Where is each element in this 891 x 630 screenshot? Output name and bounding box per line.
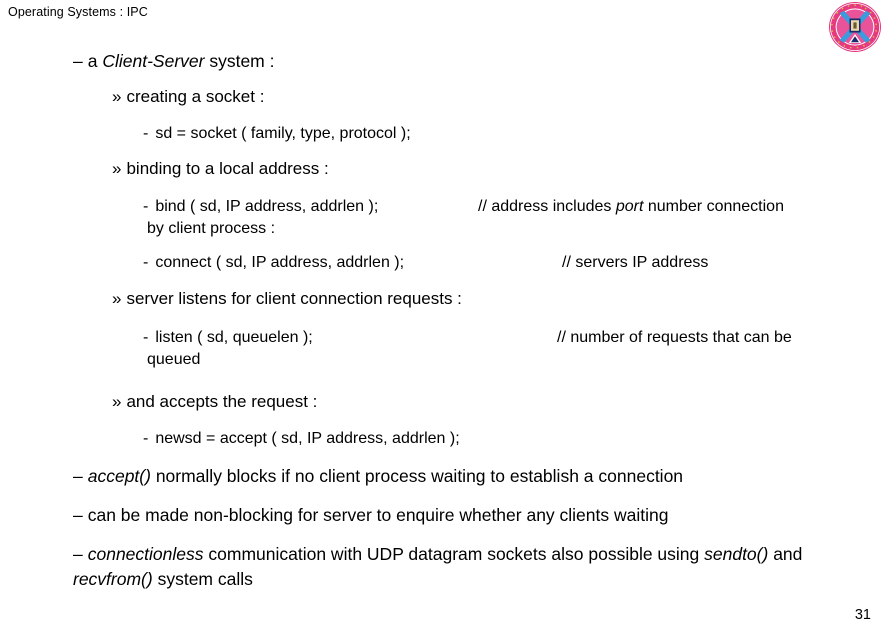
bullet-accepts-request: »and accepts the request : xyxy=(0,391,891,413)
bullet-binding-address: »binding to a local address : xyxy=(0,158,891,180)
paragraph-text-post: normally blocks if no client process wai… xyxy=(150,466,684,486)
bullet-hyphen-icon: - xyxy=(143,430,149,447)
spacer xyxy=(0,180,891,196)
code-text: listen ( sd, queuelen ); xyxy=(155,329,313,346)
code-comment-listen: // number of requests that can be xyxy=(557,329,792,346)
paragraph-accept-blocks: –accept() normally blocks if no client p… xyxy=(0,464,891,489)
spacer xyxy=(0,108,891,123)
bullet-text: server listens for client connection req… xyxy=(126,289,462,308)
paragraph-text-mid-1: communication with UDP datagram sockets … xyxy=(203,544,705,564)
paragraph-text-post: system calls xyxy=(152,569,253,589)
code-text: connect ( sd, IP address, addrlen ); xyxy=(155,254,405,271)
spacer xyxy=(0,240,891,252)
bullet-text: creating a socket : xyxy=(126,87,265,106)
code-listen-call: -listen ( sd, queuelen ); // number of r… xyxy=(0,327,891,349)
spacer xyxy=(0,145,891,158)
comment-text-pre: // address includes xyxy=(478,198,616,215)
code-connect-call: -connect ( sd, IP address, addrlen ); //… xyxy=(0,252,891,274)
paragraph-text-italic-3: recvfrom() xyxy=(73,569,153,589)
code-comment-bind: // address includes port number connecti… xyxy=(478,196,784,218)
bullet-text: binding to a local address : xyxy=(126,159,329,178)
crest-icon xyxy=(829,2,881,52)
paragraph-text-italic: accept() xyxy=(87,466,151,486)
paragraph-text-italic-2: sendto() xyxy=(704,544,769,564)
code-accept-call: -newsd = accept ( sd, IP address, addrle… xyxy=(0,428,891,450)
code-text: bind ( sd, IP address, addrlen ); xyxy=(155,198,379,215)
paragraph-text-mid-2: and xyxy=(768,544,803,564)
spacer xyxy=(0,371,891,391)
comment-text-italic: port xyxy=(615,198,644,215)
code-text: newsd = accept ( sd, IP address, addrlen… xyxy=(155,430,460,447)
spacer xyxy=(0,528,891,542)
code-text: sd = socket ( family, type, protocol ); xyxy=(155,125,411,142)
bullet-hyphen-icon: - xyxy=(143,329,149,346)
bullet-client-server: –a Client-Server system : xyxy=(0,50,891,72)
bullet-guillemet-icon: » xyxy=(112,159,122,178)
paragraph-connectionless: –connectionless communication with UDP d… xyxy=(0,542,891,592)
code-socket-call: -sd = socket ( family, type, protocol ); xyxy=(0,123,891,145)
spacer xyxy=(0,489,891,503)
paragraph-text: can be made non-blocking for server to e… xyxy=(87,505,669,525)
bullet-server-listens: »server listens for client connection re… xyxy=(0,288,891,310)
bullet-dash-icon: – xyxy=(73,51,83,71)
bullet-text-post: system : xyxy=(204,51,275,71)
bullet-text: and accepts the request : xyxy=(126,392,318,411)
bullet-dash-icon: – xyxy=(73,544,83,564)
spacer xyxy=(0,450,891,464)
bullet-guillemet-icon: » xyxy=(112,87,122,106)
slide-content-body: –a Client-Server system : »creating a so… xyxy=(0,50,891,592)
slide-header-title: Operating Systems : IPC xyxy=(8,5,148,19)
bullet-hyphen-icon: - xyxy=(143,125,149,142)
bullet-guillemet-icon: » xyxy=(112,392,122,411)
bullet-creating-socket: »creating a socket : xyxy=(0,86,891,108)
bullet-dash-icon: – xyxy=(73,505,83,525)
spacer xyxy=(0,310,891,327)
code-bind-call: -bind ( sd, IP address, addrlen ); // ad… xyxy=(0,196,891,218)
bullet-hyphen-icon: - xyxy=(143,254,149,271)
bullet-text-pre: a xyxy=(87,51,103,71)
spacer xyxy=(0,72,891,86)
spacer xyxy=(0,413,891,428)
page-number: 31 xyxy=(854,607,871,623)
code-listen-continuation: queued xyxy=(147,351,201,368)
paragraph-text-italic-1: connectionless xyxy=(87,544,204,564)
bullet-hyphen-icon: - xyxy=(143,198,149,215)
bullet-guillemet-icon: » xyxy=(112,289,122,308)
paragraph-non-blocking: –can be made non-blocking for server to … xyxy=(0,503,891,528)
bullet-text-italic: Client-Server xyxy=(102,51,205,71)
code-bind-continuation: by client process : xyxy=(147,220,276,237)
spacer xyxy=(0,274,891,288)
university-crest-logo xyxy=(828,1,882,53)
code-comment-connect: // servers IP address xyxy=(562,254,709,271)
comment-text-post: number connection xyxy=(643,198,784,215)
bullet-dash-icon: – xyxy=(73,466,83,486)
